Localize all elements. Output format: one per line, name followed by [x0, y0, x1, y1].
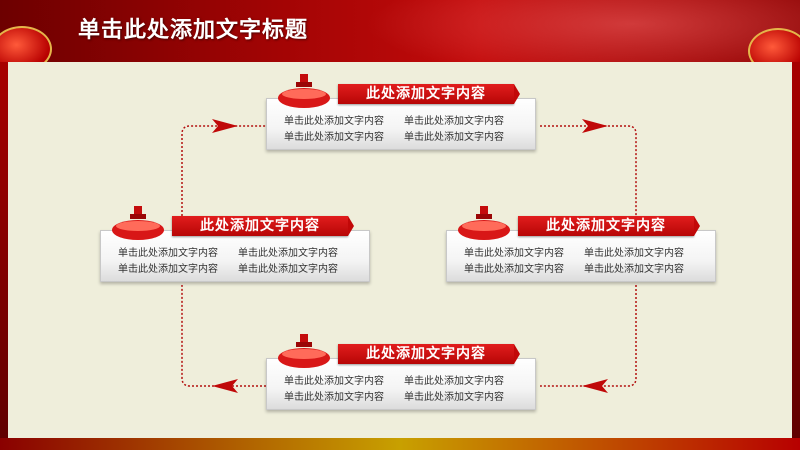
card-heading: 此处添加文字内容: [518, 216, 700, 236]
ingot-icon: [278, 334, 330, 368]
card-text: 单击此处添加文字内容: [284, 392, 384, 403]
card-text: 单击此处添加文字内容: [284, 116, 384, 127]
card-text: 单击此处添加文字内容: [118, 248, 218, 259]
border-left: [0, 62, 8, 440]
card-text-row: 单击此处添加文字内容 单击此处添加文字内容: [284, 372, 524, 387]
card-text: 单击此处添加文字内容: [404, 132, 504, 143]
lantern-left-icon: [0, 26, 52, 62]
arrow-right-icon: [582, 119, 608, 133]
connector-right-to-bottom: [540, 285, 637, 387]
slide-title[interactable]: 单击此处添加文字标题: [78, 18, 309, 43]
arrow-left-icon: [582, 379, 608, 393]
arrow-left-icon: [212, 379, 238, 393]
connector-bottom-to-left: [181, 285, 266, 387]
slide-footer: [0, 438, 800, 450]
connector-top-to-right: [540, 125, 637, 232]
border-right: [792, 62, 800, 440]
card-heading: 此处添加文字内容: [338, 344, 520, 364]
card-text-row: 单击此处添加文字内容 单击此处添加文字内容: [464, 244, 704, 259]
card-text: 单击此处添加文字内容: [404, 392, 504, 403]
card-text: 单击此处添加文字内容: [404, 116, 504, 127]
connector-left-to-top: [181, 125, 266, 232]
card-text: 单击此处添加文字内容: [584, 248, 684, 259]
card-text: 单击此处添加文字内容: [118, 264, 218, 275]
card-text: 单击此处添加文字内容: [238, 248, 338, 259]
card-text: 单击此处添加文字内容: [284, 376, 384, 387]
lantern-right-icon: [748, 28, 800, 62]
card-text-row: 单击此处添加文字内容 单击此处添加文字内容: [284, 388, 524, 403]
silk-decoration: [320, 0, 800, 62]
card-text: 单击此处添加文字内容: [584, 264, 684, 275]
slide-header: 单击此处添加文字标题: [0, 0, 800, 62]
card-text-row: 单击此处添加文字内容 单击此处添加文字内容: [284, 128, 524, 143]
ingot-icon: [278, 74, 330, 108]
arrow-right-icon: [212, 119, 238, 133]
card-text: 单击此处添加文字内容: [238, 264, 338, 275]
card-text-row: 单击此处添加文字内容 单击此处添加文字内容: [118, 244, 358, 259]
ingot-icon: [112, 206, 164, 240]
card-text: 单击此处添加文字内容: [404, 376, 504, 387]
card-text-row: 单击此处添加文字内容 单击此处添加文字内容: [464, 260, 704, 275]
card-heading: 此处添加文字内容: [338, 84, 520, 104]
card-text-row: 单击此处添加文字内容 单击此处添加文字内容: [284, 112, 524, 127]
card-text-row: 单击此处添加文字内容 单击此处添加文字内容: [118, 260, 358, 275]
card-text: 单击此处添加文字内容: [284, 132, 384, 143]
card-heading: 此处添加文字内容: [172, 216, 354, 236]
card-text: 单击此处添加文字内容: [464, 248, 564, 259]
card-text: 单击此处添加文字内容: [464, 264, 564, 275]
ingot-icon: [458, 206, 510, 240]
